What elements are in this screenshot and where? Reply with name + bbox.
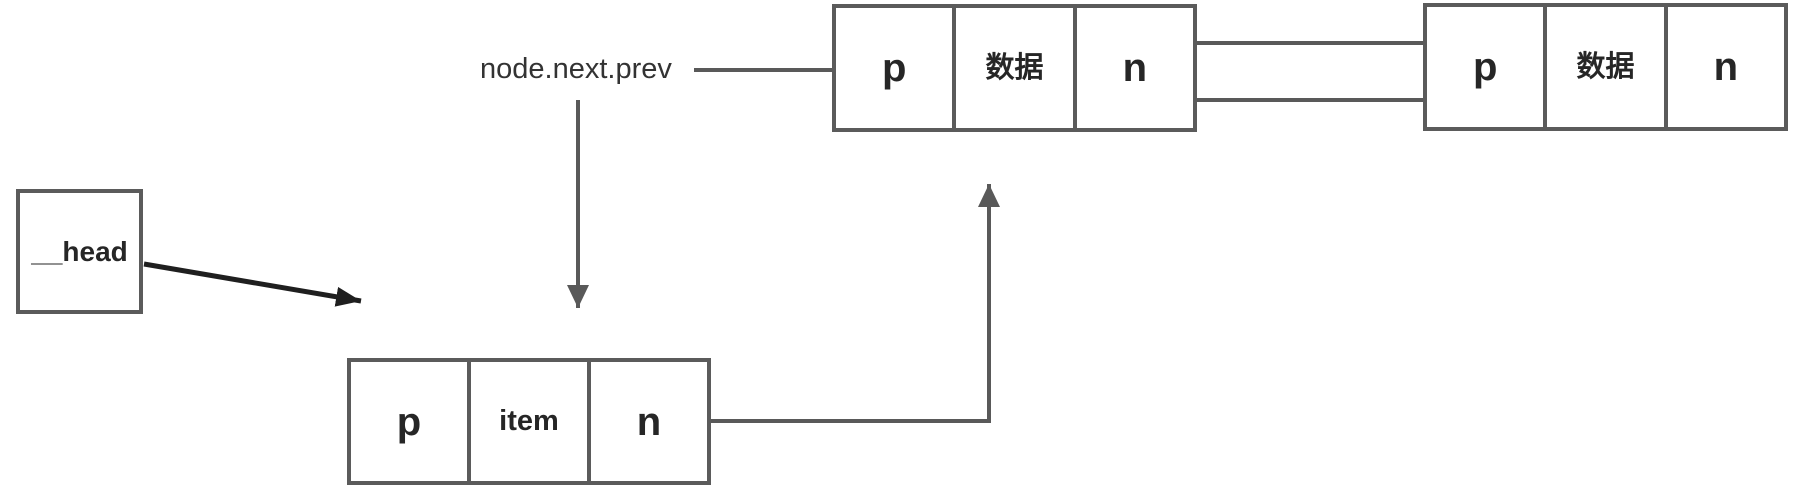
node-b-box: p 数据 n	[1423, 3, 1788, 131]
node-new-box: p item n	[347, 358, 711, 485]
node-a-cell-prev: p	[836, 8, 952, 128]
node-b-next-label: n	[1713, 45, 1739, 89]
head-pointer-line	[143, 261, 362, 307]
node-b-cell-data: 数据	[1543, 7, 1663, 127]
node-b-cell-prev: p	[1427, 7, 1543, 127]
node-a-cell-data: 数据	[952, 8, 1072, 128]
pointer-label: node.next.prev	[480, 53, 672, 85]
node-a-data-label: 数据	[985, 51, 1044, 84]
head-box: __head	[16, 189, 143, 314]
node-new-cell-prev: p	[351, 362, 467, 481]
node-new-cell-data: item	[467, 362, 587, 481]
node-b-cell-next: n	[1663, 7, 1784, 127]
node-new-prev-label: p	[396, 399, 422, 444]
node-new-data-label: item	[499, 405, 559, 437]
node-a-cell-next: n	[1072, 8, 1193, 128]
node-b-prev-label: p	[1472, 45, 1498, 89]
head-label: __head	[31, 235, 128, 267]
node-new-next-label: n	[636, 399, 662, 444]
node-new-cell-next: n	[587, 362, 707, 481]
node-next-connector-line	[711, 184, 1000, 423]
node-b-data-label: 数据	[1576, 50, 1635, 83]
node-a-box: p 数据 n	[832, 4, 1197, 132]
head-pointer-arrow	[143, 261, 362, 307]
node-a-prev-label: p	[881, 46, 907, 90]
node-a-next-label: n	[1122, 46, 1148, 90]
node-next-connector-arrow	[711, 184, 1000, 423]
